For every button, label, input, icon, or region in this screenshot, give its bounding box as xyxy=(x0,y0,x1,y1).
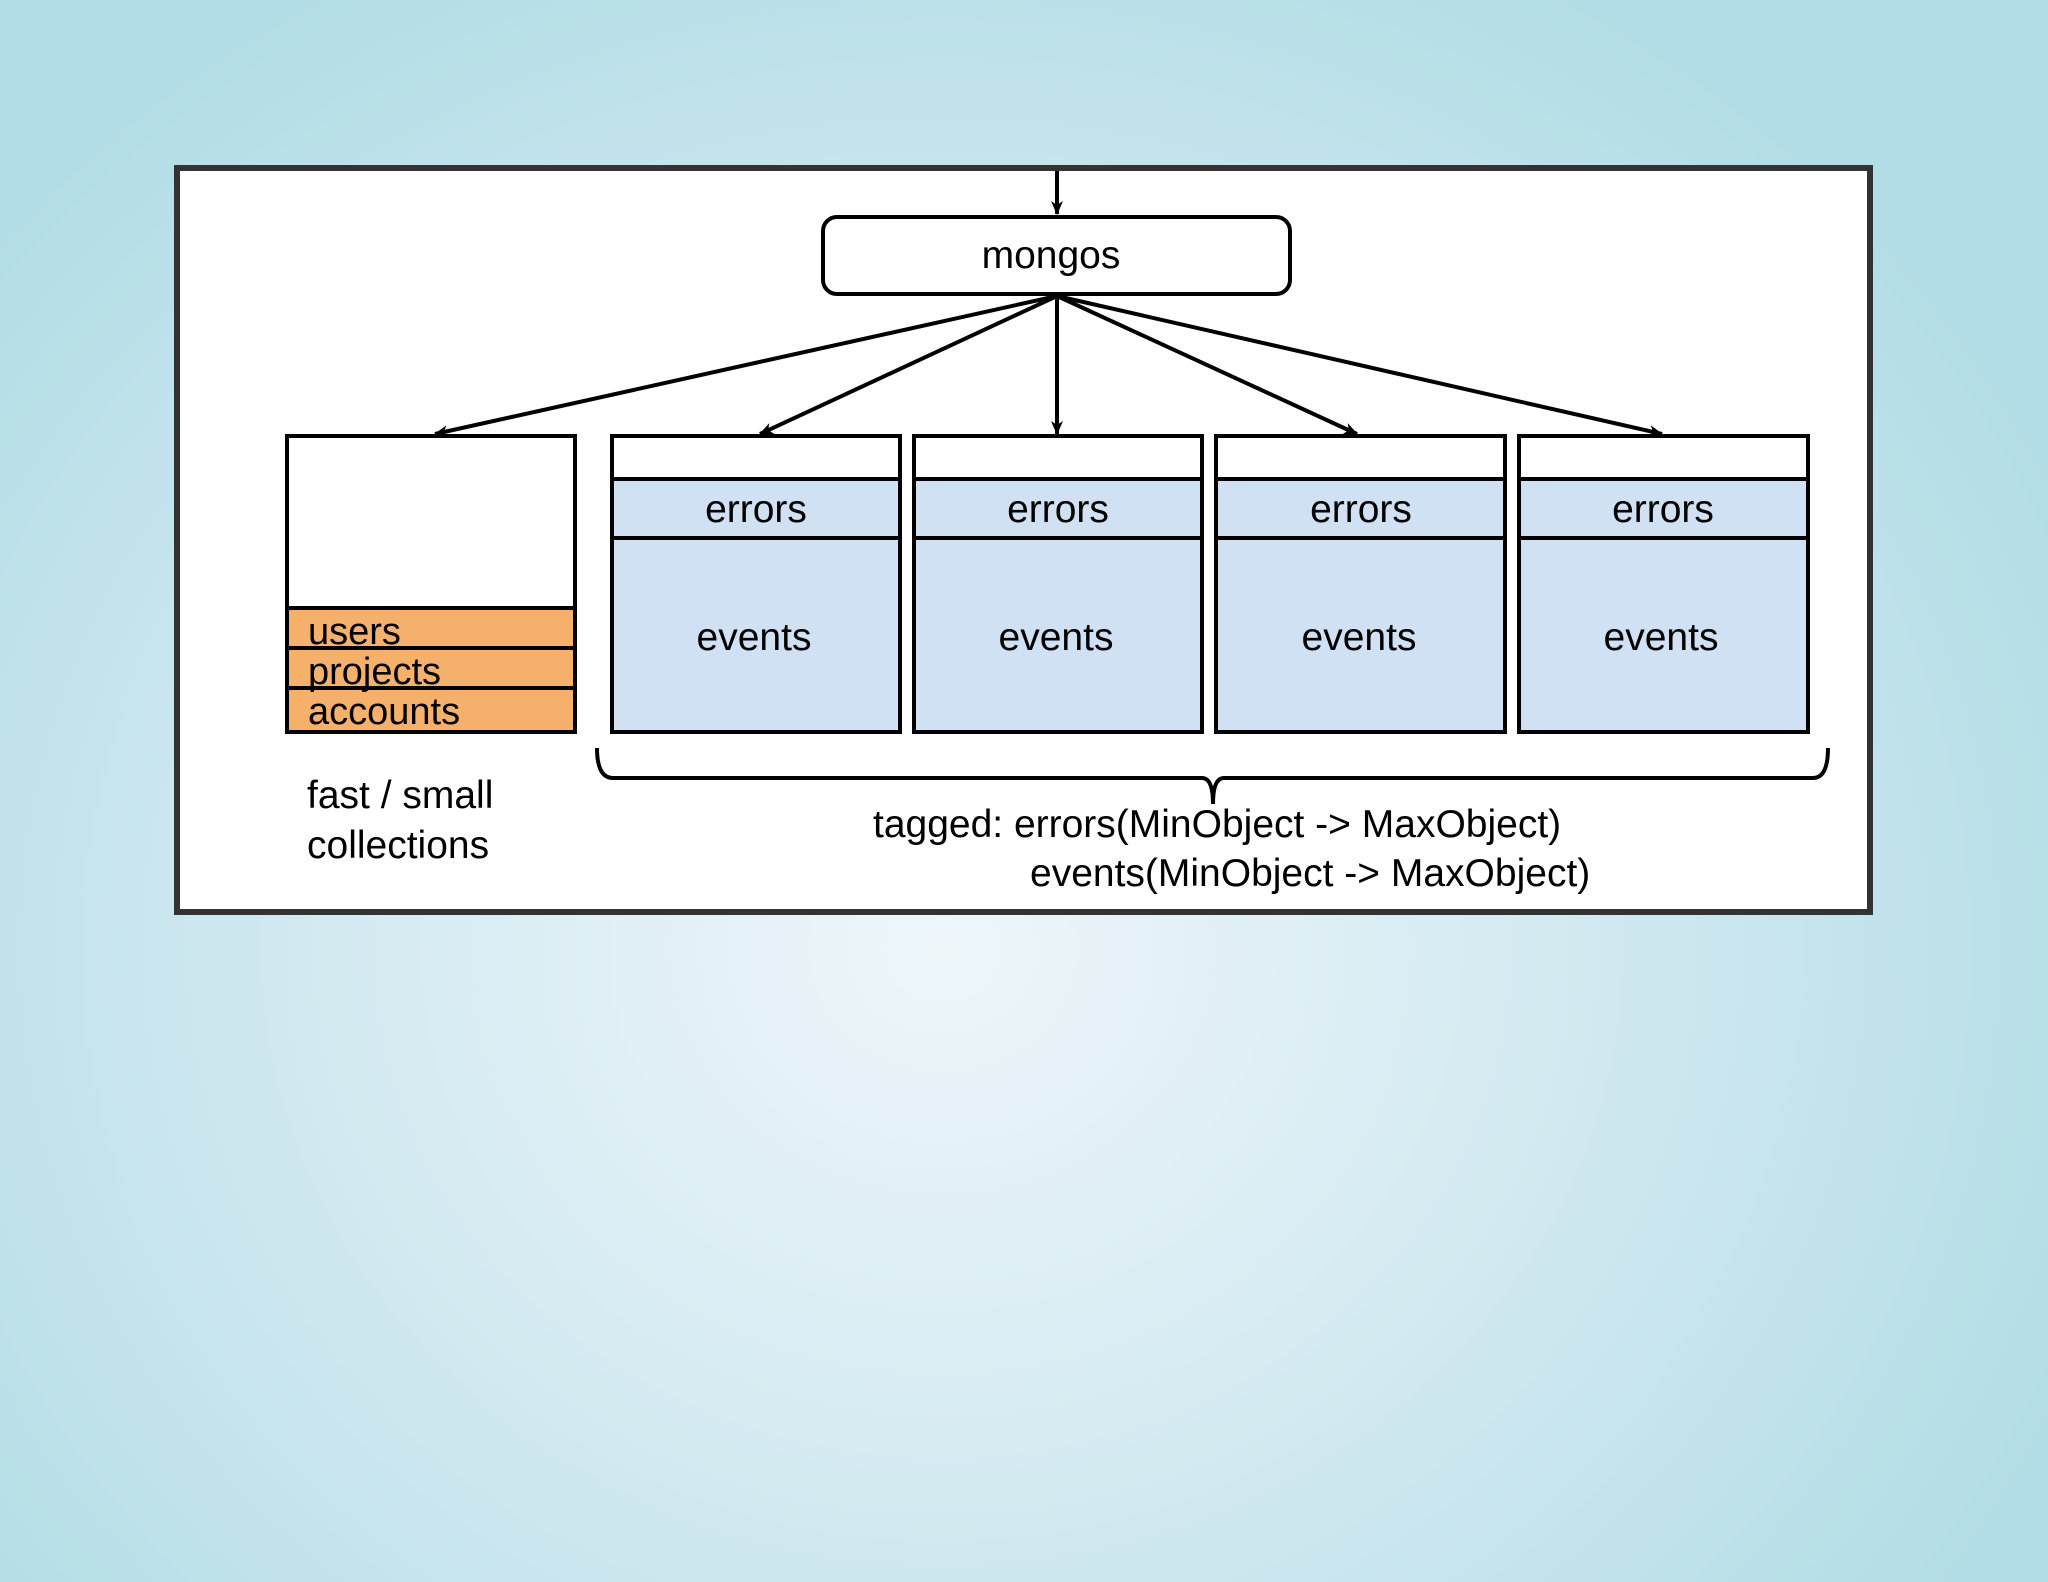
errors-label: errors xyxy=(1007,488,1109,531)
collection-users-label: users xyxy=(308,611,401,653)
caption-line-2: collections xyxy=(307,824,489,867)
events-label: events xyxy=(697,616,812,659)
primary-shard-caption: fast / small collections xyxy=(307,774,493,867)
tag-caption-line-2: events(MinObject -> MaxObject) xyxy=(1030,852,1590,895)
tagged-shard: errors events xyxy=(610,434,902,734)
events-chunk xyxy=(610,536,902,734)
events-chunk xyxy=(912,536,1204,734)
collection-accounts-label: accounts xyxy=(308,691,460,733)
errors-label: errors xyxy=(1612,488,1714,531)
errors-label: errors xyxy=(705,488,807,531)
shard-arrows xyxy=(434,294,1663,438)
mongos-label: mongos xyxy=(982,234,1121,277)
arrow-to-primary-shard xyxy=(434,294,1058,438)
events-label: events xyxy=(1302,616,1417,659)
events-label: events xyxy=(999,616,1114,659)
collection-projects-label: projects xyxy=(308,651,441,693)
arrow-to-shard-4 xyxy=(1056,294,1663,437)
tag-caption: tagged: errors(MinObject -> MaxObject) e… xyxy=(873,803,1590,895)
events-label: events xyxy=(1604,616,1719,659)
tag-caption-line-1: tagged: errors(MinObject -> MaxObject) xyxy=(873,803,1561,846)
events-chunk xyxy=(1517,536,1810,734)
caption-line-1: fast / small xyxy=(307,774,493,817)
arrow-to-shard-3 xyxy=(1056,294,1358,436)
events-chunk xyxy=(1214,536,1507,734)
arrow-to-shard-1 xyxy=(759,294,1058,436)
errors-label: errors xyxy=(1310,488,1412,531)
primary-shard: users projects accounts xyxy=(285,434,577,734)
tagged-shards-brace xyxy=(595,747,1830,805)
tagged-shard: errors events xyxy=(1517,434,1810,734)
tagged-shard: errors events xyxy=(912,434,1204,734)
mongos-router: mongos xyxy=(821,215,1292,296)
collection-accounts xyxy=(285,686,577,734)
tagged-shard: errors events xyxy=(1214,434,1507,734)
